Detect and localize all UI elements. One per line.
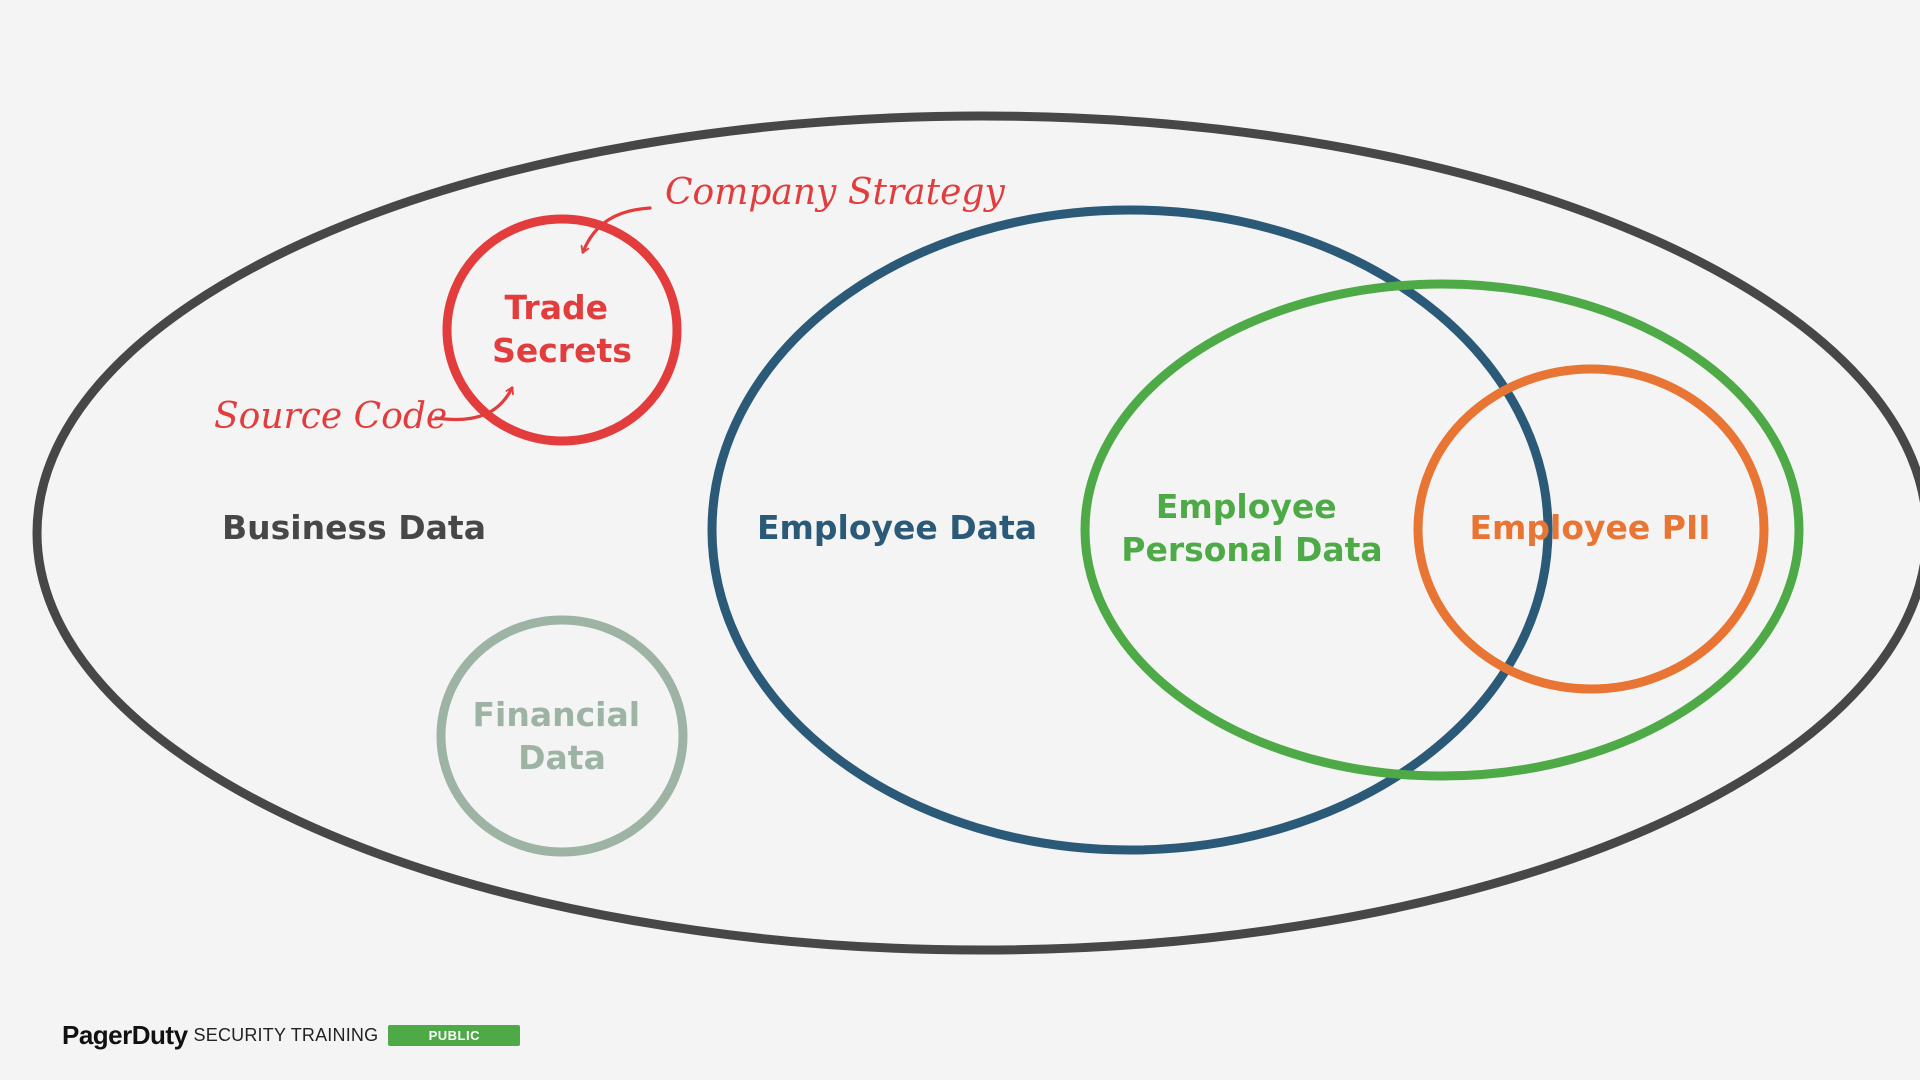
- business-data-label-line: Business Data: [222, 508, 486, 547]
- financial-data-label-line-2: Data: [518, 738, 606, 777]
- source-code-arrow: [434, 386, 512, 422]
- company-strategy-annotation: Company Strategy: [665, 172, 1005, 213]
- trade-secrets-label-line-2: Secrets: [492, 331, 632, 370]
- source-code-annotation: Source Code: [214, 396, 447, 437]
- business-data-label: Business Data: [222, 508, 486, 547]
- employee-personal-data-label-line-1: Employee: [1156, 487, 1337, 526]
- employee-data-label-line: Employee Data: [757, 508, 1037, 547]
- employee-data-label: Employee Data: [757, 508, 1037, 547]
- employee-personal-data-ellipse: [1080, 279, 1804, 781]
- employee-personal-data-label: Employee Personal Data: [1121, 487, 1382, 569]
- financial-data-label-line-1: Financial: [472, 695, 640, 734]
- trade-secrets-label: Trade Secrets: [492, 288, 632, 370]
- pagerduty-logo: PagerDuty: [62, 1019, 188, 1050]
- financial-data-circle: [436, 615, 688, 857]
- footer-subtitle: SECURITY TRAINING: [193, 1024, 379, 1045]
- trade-secrets-label-line-1: Trade: [505, 288, 608, 327]
- business-data-ellipse: [32, 111, 1920, 955]
- financial-data-label: Financial Data: [472, 695, 651, 777]
- employee-pii-label: Employee PII: [1469, 508, 1710, 547]
- footer: PagerDuty SECURITY TRAINING PUBLIC: [62, 1019, 521, 1050]
- employee-personal-data-label-line-2: Personal Data: [1121, 530, 1382, 569]
- employee-pii-ellipse: [1413, 364, 1769, 694]
- public-badge: PUBLIC: [388, 1024, 521, 1046]
- company-strategy-arrow: [583, 206, 652, 254]
- employee-data-ellipse: [707, 205, 1553, 855]
- trade-secrets-circle: [442, 214, 682, 446]
- employee-pii-label-line: Employee PII: [1469, 508, 1710, 547]
